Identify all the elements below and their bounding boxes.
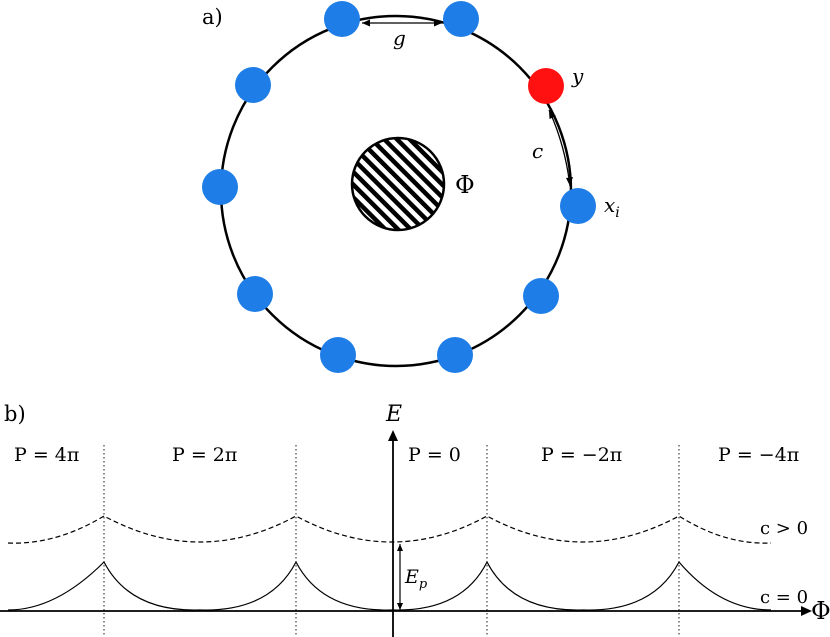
site-dot: [324, 1, 360, 37]
site-dot-xi: [560, 188, 596, 224]
curve-label-lower: c = 0: [760, 587, 808, 608]
coupling-arrow: [548, 109, 573, 187]
sector-label: P = −2π: [541, 444, 622, 466]
sector-label: P = −4π: [718, 444, 799, 466]
ep-label: Ep: [404, 566, 428, 592]
site-dot: [235, 67, 271, 103]
curve-label-upper: c > 0: [760, 518, 808, 539]
flux-axis: [0, 606, 812, 616]
energy-axis: [388, 430, 398, 637]
sector-label: P = 2π: [172, 444, 237, 466]
site-label: xi: [604, 193, 620, 221]
site-dot: [237, 276, 273, 312]
panel-a-label: a): [202, 5, 223, 29]
coupling-label: c: [532, 139, 543, 163]
panel-a: a) Φ g c y xi: [202, 1, 620, 373]
site-dot: [320, 337, 356, 373]
energy-curve-c-positive: [7, 515, 772, 544]
site-dot: [523, 278, 559, 314]
site-dot: [437, 337, 473, 373]
site-dot: [202, 169, 238, 205]
impurity-label: y: [571, 64, 584, 88]
sector-label: P = 4π: [14, 444, 79, 466]
sector-label: P = 0: [408, 444, 461, 466]
ep-arrow: [397, 544, 403, 610]
flux-axis-label: Φ: [811, 597, 830, 625]
flux-label: Φ: [455, 171, 475, 199]
panel-b: b) P = 4π P = 2π P = 0 P = −2π P = −4π Φ…: [0, 402, 830, 637]
gap-arrow: [362, 19, 442, 27]
energy-axis-label: E: [385, 402, 402, 427]
gap-label: g: [393, 26, 406, 50]
site-dot: [443, 1, 479, 37]
energy-curve-c-zero: [7, 560, 772, 611]
flux-disc: [350, 136, 446, 232]
impurity-dot: [528, 68, 564, 104]
panel-b-label: b): [4, 402, 26, 426]
